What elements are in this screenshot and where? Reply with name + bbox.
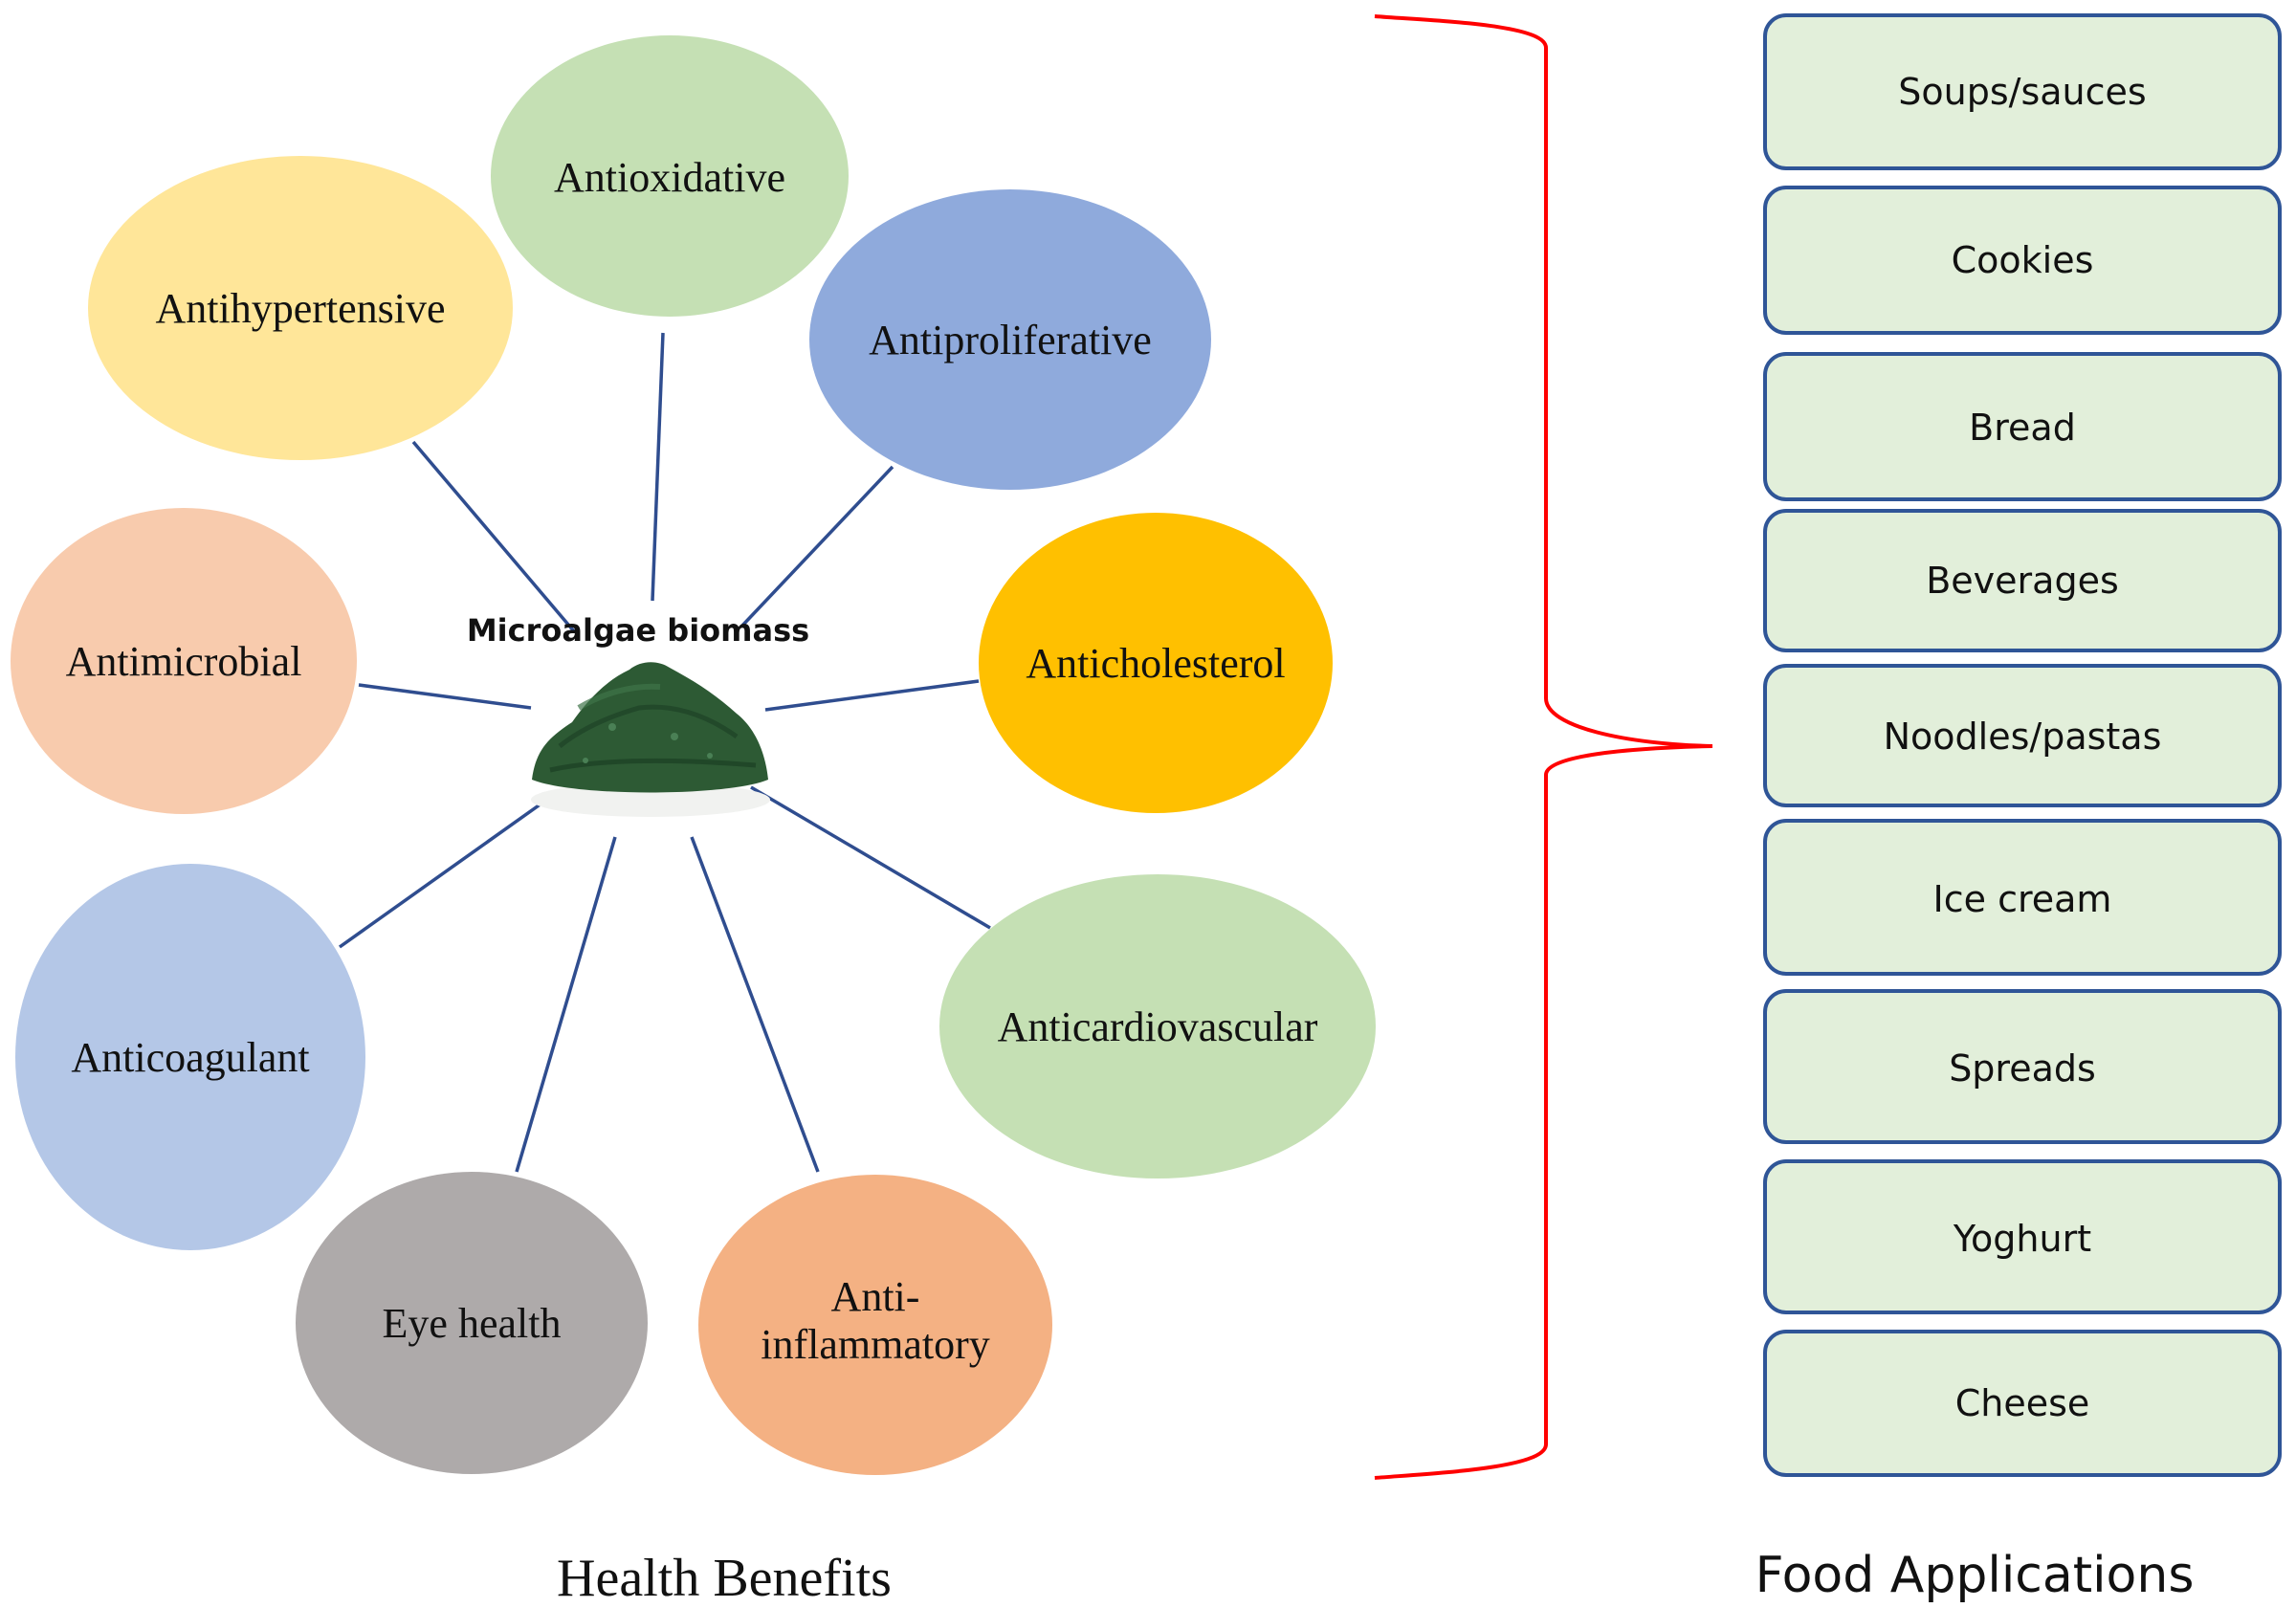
food-label: Noodles/pastas	[1884, 716, 2162, 758]
connector-anti-inflammatory	[690, 836, 820, 1173]
benefit-node-anti-inflammatory: Anti- inflammatory	[698, 1175, 1052, 1475]
food-label: Cheese	[1955, 1382, 2090, 1424]
caption-health-benefits: Health Benefits	[557, 1549, 892, 1608]
connector-antimicrobial	[358, 683, 532, 710]
benefit-label: Anticholesterol	[1026, 640, 1285, 687]
food-box-bread: Bread	[1763, 352, 2282, 501]
connector-anticardiovascular	[750, 785, 991, 930]
food-label: Bread	[1969, 407, 2076, 449]
benefit-ellipse	[979, 513, 1333, 813]
connector-anticoagulant	[338, 792, 557, 949]
food-box-soups-sauces: Soups/sauces	[1763, 13, 2282, 170]
benefit-node-antiproliferative: Antiproliferative	[809, 189, 1211, 490]
benefit-ellipse	[491, 35, 849, 317]
benefit-label: Antiproliferative	[869, 317, 1152, 363]
food-label: Soups/sauces	[1898, 71, 2146, 113]
food-box	[1763, 1159, 2282, 1314]
benefit-ellipse	[809, 189, 1211, 490]
benefit-label: Anticoagulant	[71, 1034, 309, 1081]
benefit-node-anticholesterol: Anticholesterol	[979, 513, 1333, 813]
food-box	[1763, 989, 2282, 1144]
food-box-ice-cream: Ice cream	[1763, 819, 2282, 976]
grouping-brace	[1374, 14, 1713, 1480]
food-label: Yoghurt	[1953, 1218, 2091, 1260]
benefit-node-anticoagulant: Anticoagulant	[15, 864, 365, 1250]
caption-food-applications: Food Applications	[1755, 1547, 2195, 1604]
food-box-yoghurt: Yoghurt	[1763, 1159, 2282, 1314]
benefit-ellipse	[698, 1175, 1052, 1475]
benefit-label: Eye health	[383, 1300, 562, 1347]
connector-anticholesterol	[764, 679, 980, 712]
food-label: Ice cream	[1933, 878, 2112, 920]
connector-lines	[338, 332, 991, 1173]
benefit-label: Antihypertensive	[155, 285, 445, 332]
benefit-ellipse	[939, 874, 1376, 1178]
benefit-ellipse	[15, 864, 365, 1250]
biomass-powder-image	[531, 662, 770, 817]
connector-antihypertensive	[411, 440, 576, 633]
benefit-label: Antioxidative	[554, 154, 785, 201]
food-label: Spreads	[1949, 1047, 2096, 1090]
benefit-node-anticardiovascular: Anticardiovascular	[939, 874, 1376, 1178]
food-box	[1763, 13, 2282, 170]
connector-antiproliferative	[740, 465, 894, 628]
food-label: Beverages	[1926, 560, 2119, 602]
center-node: Microalgae biomass	[467, 612, 809, 817]
food-box	[1763, 352, 2282, 501]
food-label: Cookies	[1952, 239, 2094, 281]
benefit-label: Anticardiovascular	[998, 1003, 1318, 1050]
benefit-ellipse	[296, 1172, 648, 1474]
center-title: Microalgae biomass	[467, 612, 809, 649]
connector-eye-health	[515, 836, 617, 1173]
food-box-spreads: Spreads	[1763, 989, 2282, 1144]
benefit-label: Antimicrobial	[66, 638, 302, 685]
benefit-node-antimicrobial: Antimicrobial	[11, 508, 357, 814]
food-box	[1763, 664, 2282, 807]
food-box	[1763, 186, 2282, 335]
benefit-node-antioxidative: Antioxidative	[491, 35, 849, 317]
food-box-cookies: Cookies	[1763, 186, 2282, 335]
food-box	[1763, 819, 2282, 976]
food-applications-list: Soups/sauces Cookies Bread Beverages Noo…	[1763, 13, 2282, 1477]
benefit-node-eye-health: Eye health	[296, 1172, 648, 1474]
benefit-label: Anti-	[831, 1273, 920, 1320]
benefit-ellipse	[88, 156, 513, 460]
food-box-cheese: Cheese	[1763, 1330, 2282, 1477]
benefit-ellipse	[11, 508, 357, 814]
connector-antioxidative	[651, 332, 665, 602]
benefit-node-antihypertensive: Antihypertensive	[88, 156, 513, 460]
food-box	[1763, 1330, 2282, 1477]
food-box-beverages: Beverages	[1763, 509, 2282, 652]
benefit-label-line2: inflammatory	[761, 1321, 990, 1368]
food-box	[1763, 509, 2282, 652]
food-box-noodles-pastas: Noodles/pastas	[1763, 664, 2282, 807]
